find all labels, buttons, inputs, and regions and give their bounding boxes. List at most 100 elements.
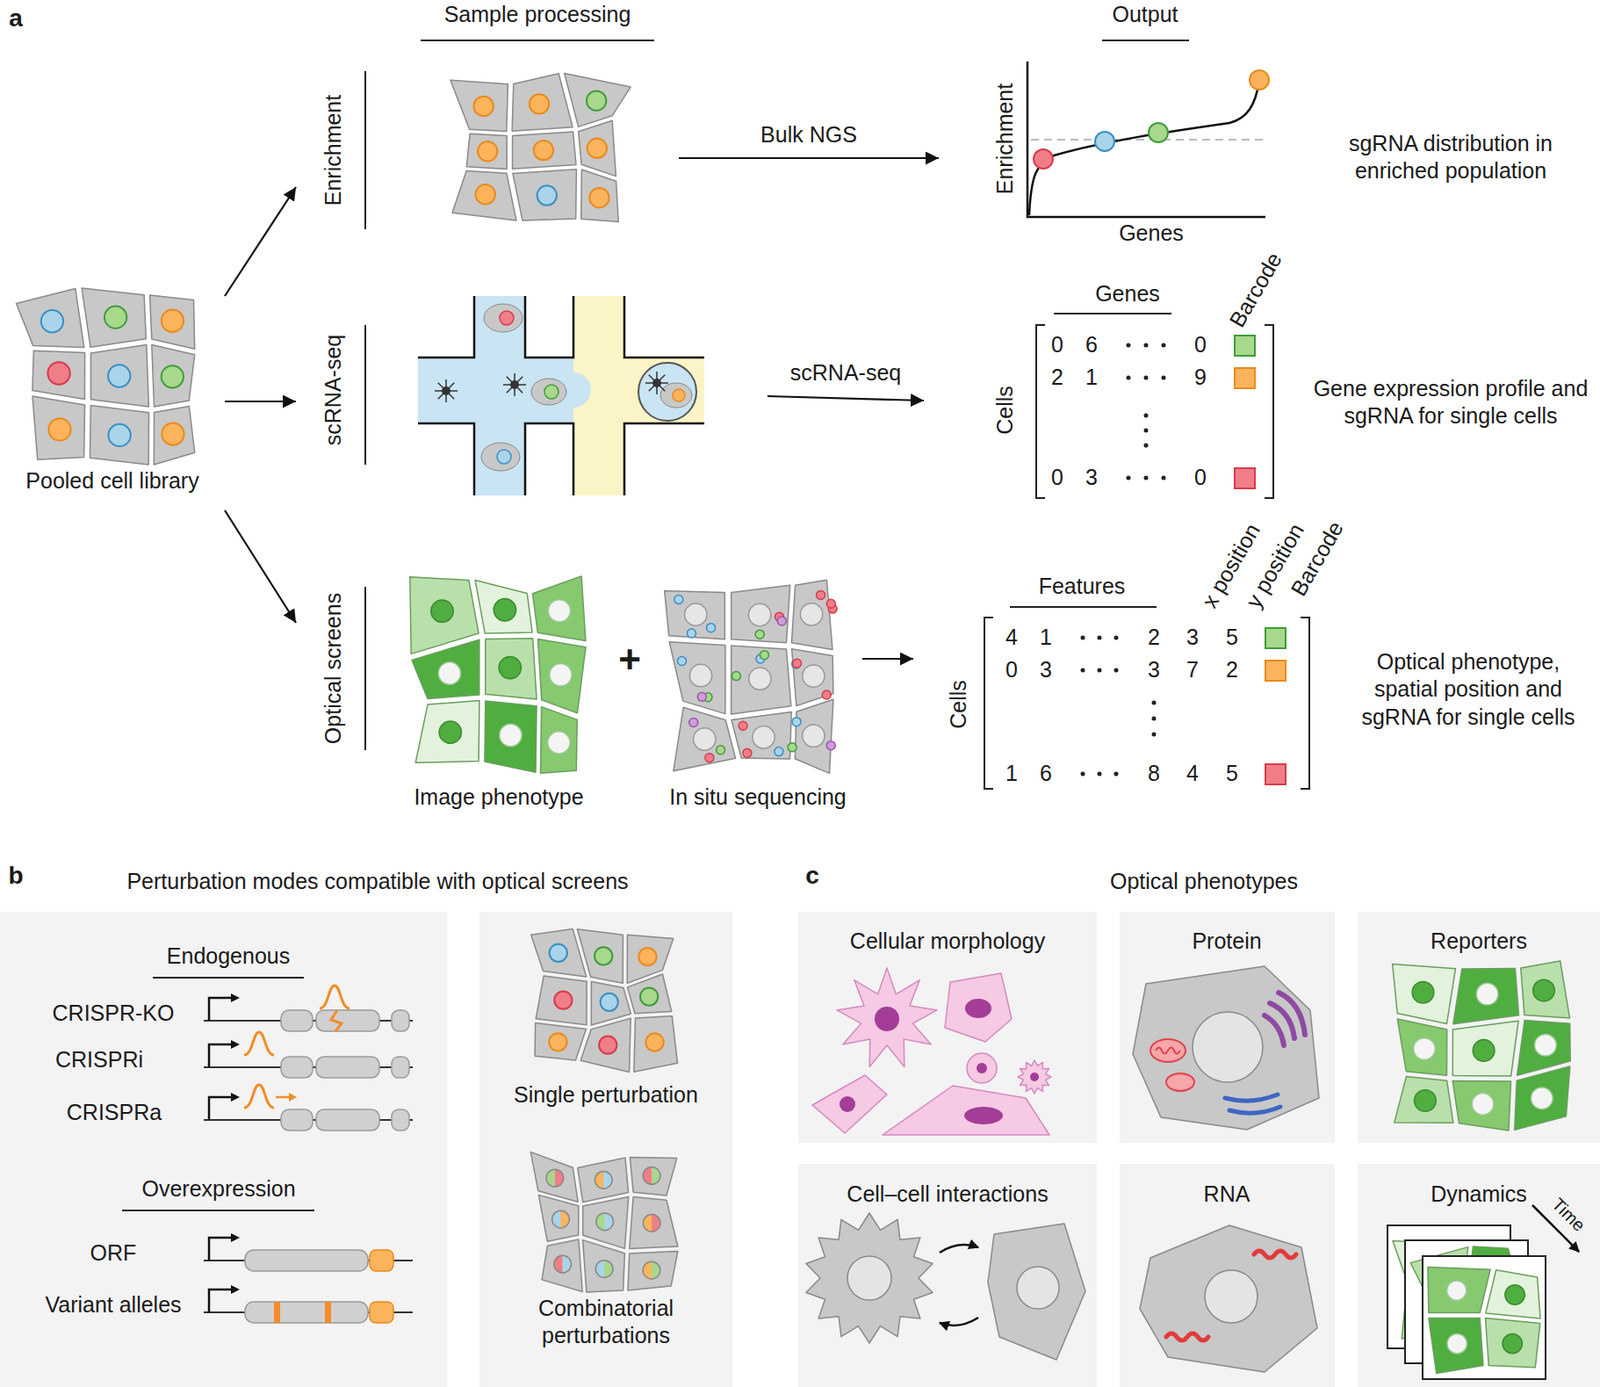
- cell: [673, 706, 736, 771]
- cell: [629, 1156, 677, 1196]
- cell: [531, 928, 587, 977]
- nucleus: [586, 91, 606, 111]
- enrichment-chart: [1033, 149, 1053, 169]
- nucleus: [1476, 982, 1499, 1005]
- cell: [564, 73, 631, 128]
- matrix-value: 1: [1005, 759, 1018, 787]
- nucleus: [642, 1213, 661, 1232]
- nucleus: [431, 599, 454, 622]
- enrichment-chart: [1029, 79, 1260, 216]
- rule-lines: [122, 1209, 315, 1211]
- matrix-value: 3: [1147, 655, 1161, 684]
- node-text: Cells: [991, 385, 1019, 435]
- ellipsis-dots: [1126, 475, 1132, 481]
- microfluidic-chip: [525, 295, 574, 358]
- nucleus: [438, 662, 461, 685]
- nucleus: [533, 140, 554, 160]
- nucleus: [475, 184, 496, 204]
- node-text: Barcode: [1223, 247, 1289, 332]
- microfluidic-chip: [624, 423, 705, 496]
- ellipsis-dots: [1114, 668, 1119, 673]
- cell: [1428, 1318, 1484, 1374]
- microfluidic-chip: [481, 442, 520, 471]
- edge-label: scRNA-seq: [786, 359, 905, 387]
- sequencing-spot: [774, 747, 784, 757]
- promoter: [209, 997, 232, 1021]
- nucleus: [594, 1170, 613, 1189]
- cell: [415, 700, 480, 764]
- sequencing-spot: [738, 720, 748, 730]
- caption-text: sgRNA distribution in enriched populatio…: [1318, 129, 1583, 186]
- protein-cell: [1225, 1094, 1278, 1101]
- caption-text: Optical phenotypes: [1109, 867, 1298, 895]
- node-text: CRISPR-KO: [52, 999, 175, 1027]
- variant: [324, 1301, 332, 1323]
- nucleus: [1412, 980, 1435, 1003]
- exon: [316, 1056, 380, 1078]
- matrix-value: 6: [1039, 759, 1053, 787]
- sequencing-spot: [777, 616, 786, 626]
- cell: [1452, 1020, 1519, 1076]
- enrichment-chart: [1148, 122, 1168, 143]
- nucleus-half: [604, 1260, 613, 1278]
- interacting-cells: [987, 1223, 1086, 1360]
- nucleus: [161, 309, 184, 332]
- matrix-value: 2: [1051, 363, 1064, 391]
- cell: [1427, 1267, 1491, 1313]
- barcode-swatches: [1234, 335, 1255, 356]
- cell: [634, 1016, 678, 1073]
- ellipsis-dots: [1097, 771, 1103, 777]
- node-title: Enrichment: [319, 94, 347, 206]
- flow-arrow: [862, 657, 914, 660]
- ellipsis-dots: [1161, 475, 1167, 481]
- cell: [580, 1017, 631, 1072]
- microfluidic-chip: [483, 303, 523, 332]
- protein-cell: [1155, 1047, 1181, 1054]
- exon: [281, 1056, 313, 1078]
- rna-cell: [1166, 1333, 1209, 1341]
- panel-letter: b: [7, 859, 23, 891]
- sequencing-spot: [759, 650, 769, 660]
- nucleus: [477, 141, 498, 161]
- cell: [627, 934, 673, 983]
- node-title: Cellular morphology: [850, 927, 1046, 955]
- enrichment-chart: [1095, 131, 1115, 152]
- cell: [81, 288, 146, 347]
- matrix-value: 2: [1147, 623, 1161, 651]
- nucleus: [554, 1254, 572, 1273]
- ellipsis-dots: [1144, 413, 1149, 419]
- enrichment-chart: [1249, 70, 1269, 90]
- ellipsis-dots: [1161, 375, 1167, 381]
- rna-cell: [1139, 1225, 1318, 1372]
- nucleus: [1535, 1033, 1557, 1056]
- microfluidic-chip: [474, 295, 526, 496]
- nucleus: [594, 946, 613, 965]
- node-title: Cell–cell interactions: [846, 1180, 1048, 1208]
- cell: [89, 405, 149, 465]
- node-text: In situ sequencing: [669, 783, 847, 811]
- nucleus-half: [651, 1167, 661, 1185]
- promoter: [209, 1044, 232, 1067]
- barcode-swatches: [1265, 660, 1286, 681]
- microfluidic-chip: [497, 449, 512, 464]
- node-text: Genes: [1118, 219, 1184, 247]
- ellipsis-dots: [1161, 343, 1167, 348]
- sequencing-spot: [705, 753, 714, 763]
- ellipsis-dots: [1152, 732, 1157, 737]
- cell: [541, 1239, 583, 1292]
- sequencing-spot: [677, 656, 687, 666]
- matrix-value: 5: [1225, 623, 1239, 651]
- protein-cell: [1264, 992, 1305, 1046]
- nucleus-half: [642, 1261, 652, 1279]
- nucleus-half: [546, 1168, 555, 1187]
- morphology-cells: [976, 1062, 988, 1074]
- node-title: Reporters: [1430, 927, 1528, 955]
- nucleus: [552, 1210, 570, 1228]
- cell: [411, 639, 480, 699]
- flow-arrow: [678, 157, 939, 159]
- node-title: Protein: [1191, 927, 1262, 955]
- rna-cell: [1254, 1250, 1297, 1258]
- cell: [1514, 1066, 1571, 1130]
- cell: [590, 981, 631, 1026]
- matrix-value: 3: [1085, 463, 1098, 491]
